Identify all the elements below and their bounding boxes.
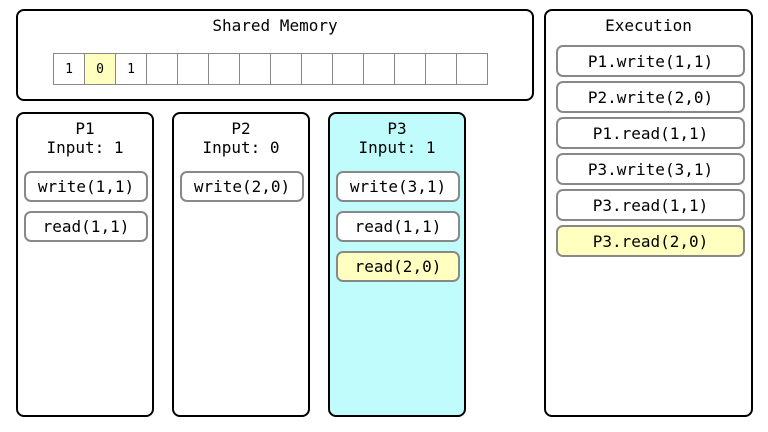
process-name: P3 (387, 119, 407, 138)
operation-button[interactable]: write(1,1) (24, 171, 148, 202)
process-name: P2 (231, 119, 251, 138)
memory-cell (456, 53, 488, 85)
process-input: Input: 1 (46, 138, 124, 157)
memory-cell: 0 (84, 53, 116, 85)
process-panel-p2: P2 Input: 0 write(2,0) (172, 112, 310, 417)
execution-step[interactable]: P3.read(1,1) (556, 189, 745, 221)
process-panel-p3: P3 Input: 1 write(3,1) read(1,1) read(2,0) (328, 112, 466, 417)
process-operations: write(3,1) read(1,1) read(2,0) (336, 171, 460, 291)
memory-cell (239, 53, 271, 85)
memory-cell: 1 (115, 53, 147, 85)
memory-cell (425, 53, 457, 85)
process-panel-p1: P1 Input: 1 write(1,1) read(1,1) (16, 112, 154, 417)
operation-button[interactable]: write(3,1) (336, 171, 460, 202)
operation-button[interactable]: write(2,0) (180, 171, 304, 202)
operation-button[interactable]: read(1,1) (336, 211, 460, 242)
execution-steps: P1.write(1,1) P2.write(2,0) P1.read(1,1) P3… (556, 45, 745, 261)
operation-button[interactable]: read(1,1) (24, 211, 148, 242)
memory-cell (394, 53, 426, 85)
memory-cell (301, 53, 333, 85)
shared-memory-title: Shared Memory (212, 16, 338, 35)
execution-step[interactable]: P1.read(1,1) (556, 117, 745, 149)
process-input: Input: 0 (202, 138, 280, 157)
memory-cell: 1 (53, 53, 85, 85)
process-input: Input: 1 (358, 138, 436, 157)
execution-step[interactable]: P1.write(1,1) (556, 45, 745, 77)
memory-cell (270, 53, 302, 85)
memory-cell (177, 53, 209, 85)
execution-step[interactable]: P3.read(2,0) (556, 225, 745, 257)
process-name: P1 (75, 119, 95, 138)
memory-cell (363, 53, 395, 85)
process-operations: write(2,0) (180, 171, 304, 211)
memory-cell (332, 53, 364, 85)
operation-button[interactable]: read(2,0) (336, 251, 460, 282)
execution-panel: Execution P1.write(1,1) P2.write(2,0) P1.r… (544, 9, 753, 417)
memory-cell (146, 53, 178, 85)
process-operations: write(1,1) read(1,1) (24, 171, 148, 251)
memory-cell (208, 53, 240, 85)
execution-title: Execution (605, 16, 692, 35)
execution-step[interactable]: P3.write(3,1) (556, 153, 745, 185)
execution-step[interactable]: P2.write(2,0) (556, 81, 745, 113)
